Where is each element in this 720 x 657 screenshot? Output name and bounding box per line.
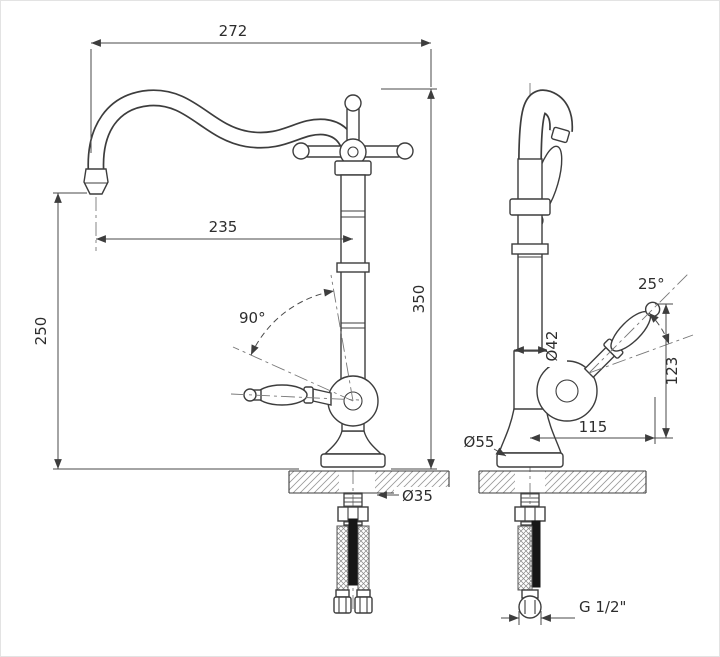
cross-handle-left-ball bbox=[292, 142, 310, 160]
front-dark-hose bbox=[348, 518, 358, 586]
dim-body-diameter: Ø42 bbox=[514, 325, 567, 367]
side-under-counter bbox=[514, 492, 546, 619]
dim-g12-label: G 1/2" bbox=[579, 598, 626, 616]
dim-25deg-label: 25° bbox=[638, 275, 665, 293]
dimensions: 272 235 250 350 90° bbox=[32, 22, 694, 625]
dim-total-height: 350 bbox=[381, 88, 437, 470]
side-dark-hose bbox=[531, 520, 541, 588]
dim-250-label: 250 bbox=[32, 317, 50, 346]
front-spout bbox=[83, 89, 361, 195]
side-supply-hose bbox=[517, 525, 533, 591]
front-supply-hose-left bbox=[336, 525, 349, 591]
front-lever-grip bbox=[256, 384, 308, 406]
dim-swivel-angle: 90° bbox=[230, 274, 360, 402]
front-base-flare bbox=[323, 430, 383, 455]
front-base-plate bbox=[320, 453, 386, 468]
side-base-plate bbox=[496, 452, 564, 468]
front-hose-nut-right bbox=[354, 596, 373, 614]
cross-handle-right-ball bbox=[396, 142, 414, 160]
dim-lever-reach: 115 bbox=[530, 397, 673, 444]
dim-272-label: 272 bbox=[219, 22, 248, 40]
dim-dia35-label: Ø35 bbox=[402, 487, 433, 505]
dim-base-diameter: Ø55 bbox=[464, 433, 507, 457]
dim-350-label: 350 bbox=[410, 285, 428, 314]
dim-90deg-label: 90° bbox=[239, 309, 266, 327]
front-under-counter bbox=[333, 492, 373, 614]
dim-spout-width: 272 bbox=[90, 22, 432, 153]
dim-115-label: 115 bbox=[579, 418, 608, 436]
dim-spout-reach: 235 bbox=[96, 218, 353, 243]
side-mounting-nut bbox=[514, 506, 546, 522]
dim-dia55-label: Ø55 bbox=[464, 433, 495, 451]
side-connection-nut bbox=[518, 595, 542, 619]
side-neck bbox=[518, 89, 574, 167]
dim-connection-thread: G 1/2" bbox=[501, 598, 626, 625]
side-counter-section bbox=[478, 470, 647, 494]
spout-nozzle bbox=[83, 168, 109, 195]
dim-lever-height: 123 bbox=[655, 303, 681, 438]
cross-handle-top-ball bbox=[344, 94, 362, 112]
front-cross-handle bbox=[292, 94, 414, 166]
front-body bbox=[320, 160, 386, 468]
front-view bbox=[83, 89, 450, 614]
dim-hole-diameter: Ø35 bbox=[377, 487, 450, 505]
dim-dia42-label: Ø42 bbox=[543, 331, 561, 362]
front-supply-hose-right bbox=[357, 525, 370, 591]
front-hose-nut-left bbox=[333, 596, 352, 614]
dim-outlet-height: 250 bbox=[32, 192, 299, 470]
dim-123-label: 123 bbox=[663, 357, 681, 386]
side-view bbox=[478, 83, 661, 619]
dim-235-label: 235 bbox=[209, 218, 238, 236]
side-body bbox=[496, 158, 598, 468]
